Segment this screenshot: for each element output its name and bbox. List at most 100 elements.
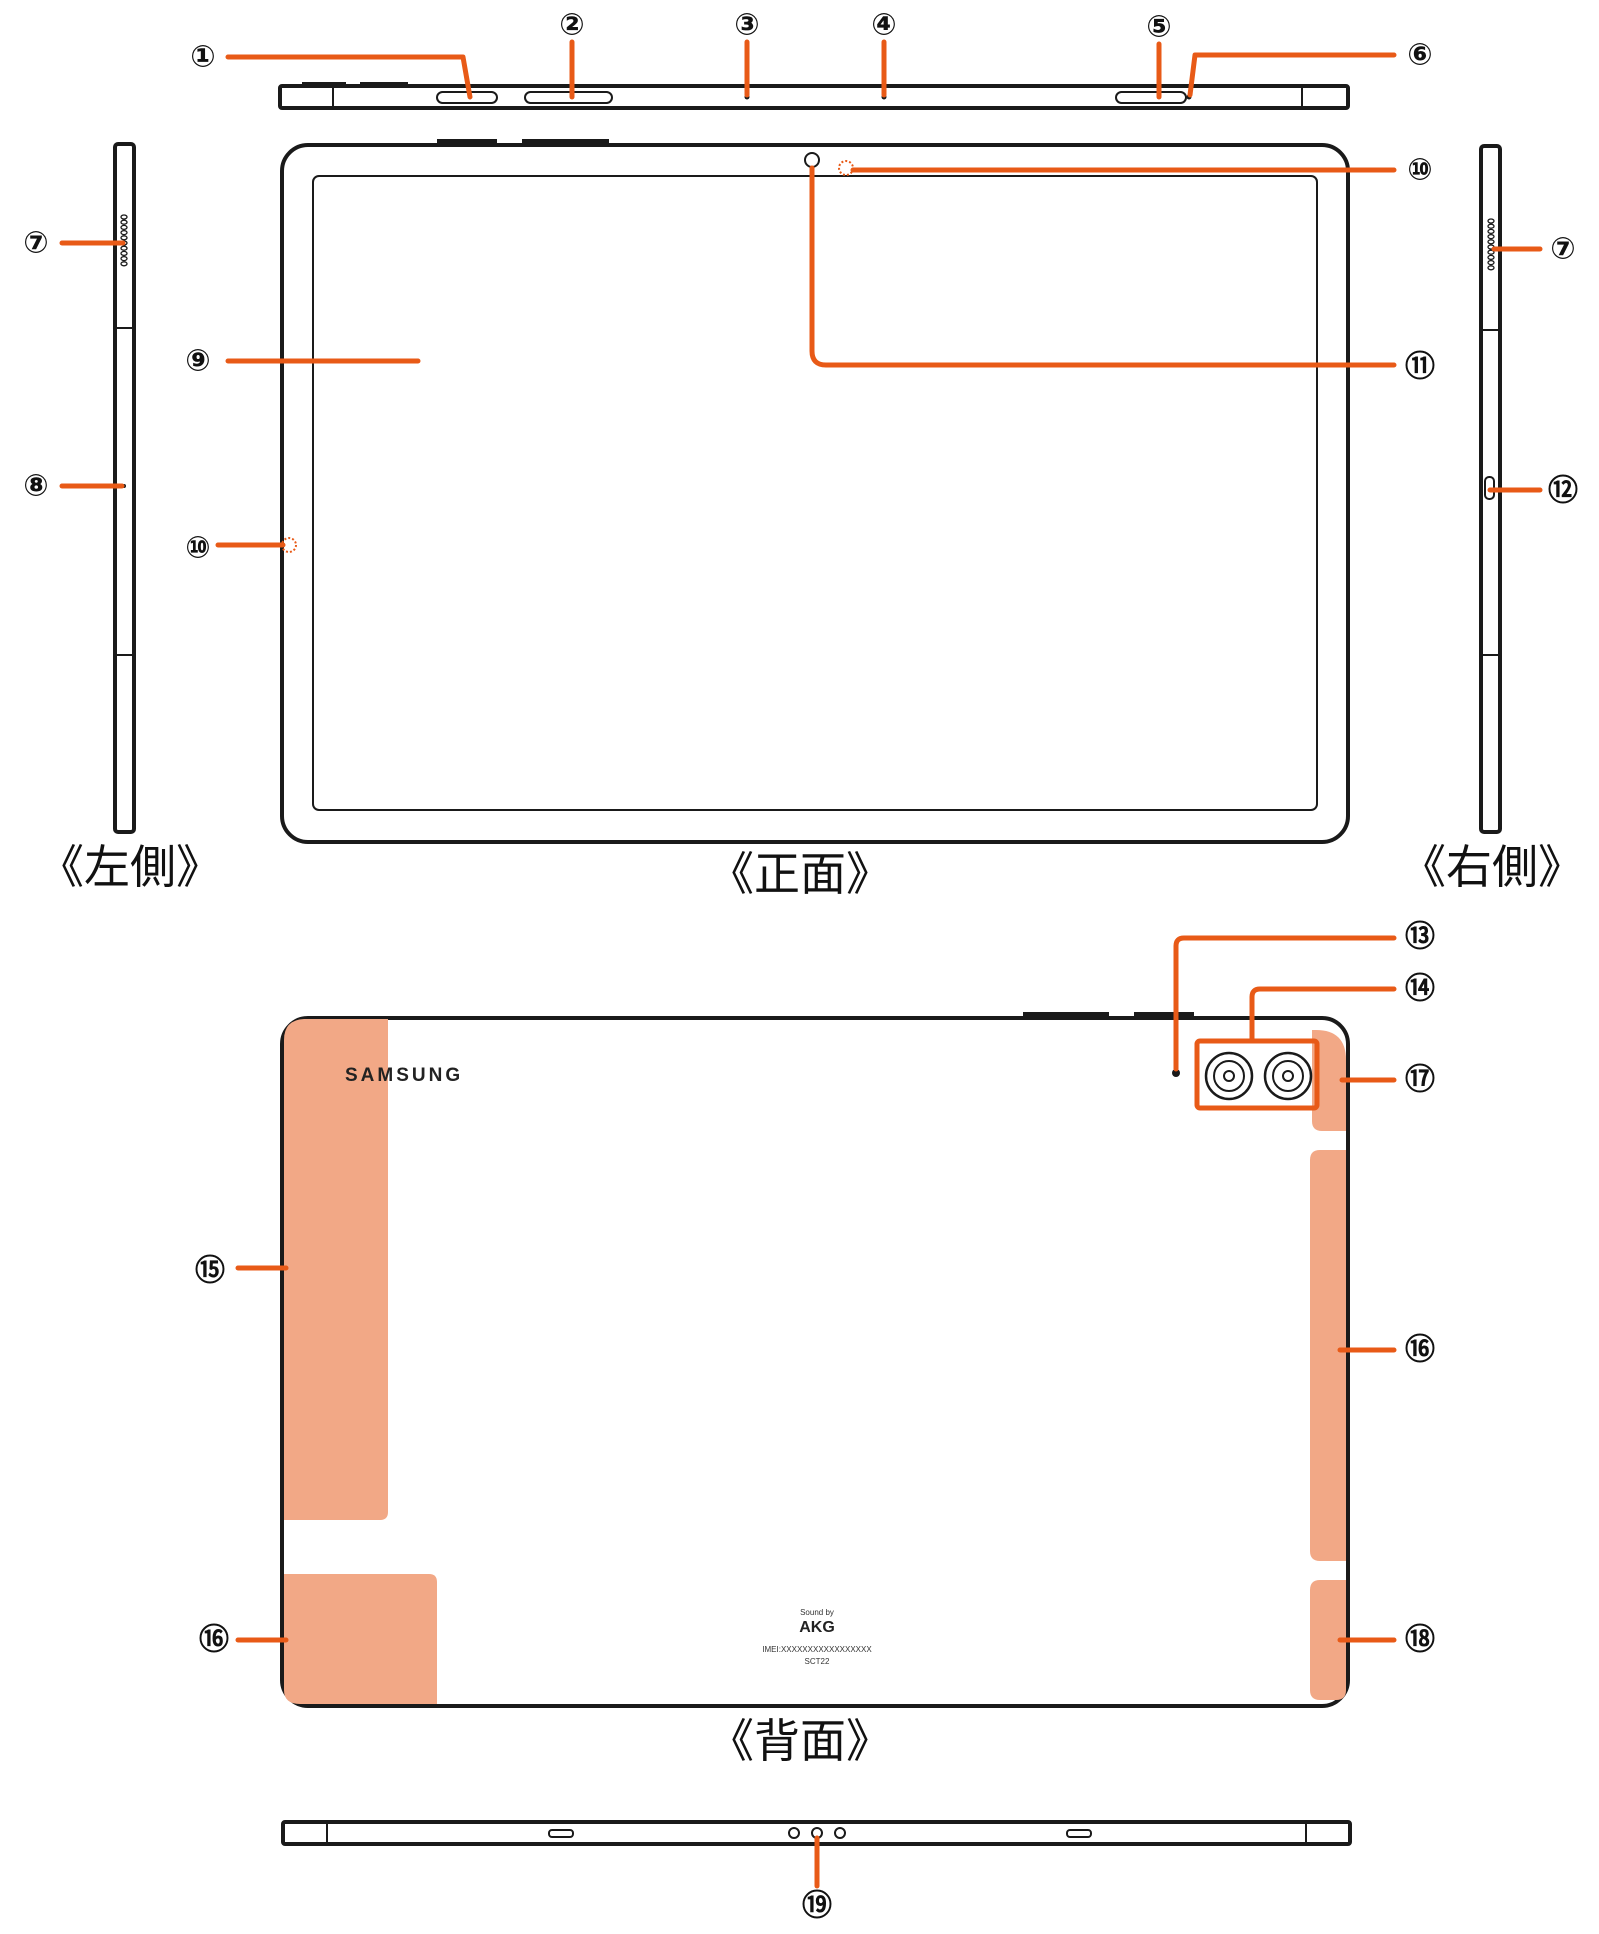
rear-camera-lens-2-core: [1282, 1070, 1294, 1082]
callout-16-left: ⑯: [199, 1623, 229, 1658]
callout-6: ⑥: [1407, 38, 1432, 73]
left-speaker-hole: [120, 250, 128, 257]
callout-numbers: ① ② ③ ④ ⑤ ⑥ ⑦ ⑦ ⑧ ⑨ ⑩ ⑩: [23, 8, 1578, 1924]
callout-19: ⑲: [802, 1889, 832, 1924]
left-speaker-hole: [120, 245, 128, 251]
callout-13-label: ⑬: [1405, 920, 1435, 955]
callout-12-label: ⑫: [1548, 474, 1578, 509]
callout-4-label: ④: [871, 8, 896, 43]
callout-7-right-label: ⑦: [1550, 232, 1575, 267]
rear-camera-lens-1: [1204, 1051, 1254, 1101]
callout-16-right: ⑯: [1405, 1333, 1435, 1368]
callout-9: ⑨: [185, 344, 210, 379]
callout-5-label: ⑤: [1146, 10, 1171, 45]
rear-camera-lens-2-inner: [1272, 1060, 1304, 1092]
callout-5: ⑤: [1146, 10, 1171, 45]
back-volume-key-top: [1023, 1012, 1109, 1019]
left-speaker-hole: [120, 255, 128, 262]
rear-camera-lens-1-inner: [1213, 1060, 1245, 1092]
front-volume-key-top: [522, 139, 609, 146]
left-speaker-hole: [120, 261, 128, 267]
right-speaker-hole: [1487, 218, 1495, 224]
top-edge-view: [278, 82, 1350, 110]
right-speaker-hole: [1487, 233, 1495, 240]
sound-by-text: Sound by: [800, 1608, 834, 1617]
callout-3: ③: [734, 8, 759, 43]
callout-15-label: ⑮: [195, 1254, 225, 1289]
callout-16-right-label: ⑯: [1405, 1333, 1435, 1368]
view-label-left: 《左側》: [38, 840, 222, 894]
callout-9-label: ⑨: [185, 344, 210, 379]
top-edge-bump-2: [360, 82, 408, 87]
callout-2: ②: [559, 8, 584, 43]
rear-flash: [1172, 1069, 1180, 1077]
right-speaker-hole: [1487, 228, 1495, 235]
callout-10-top: ⑩: [1407, 153, 1432, 188]
right-speaker-grille: [1487, 218, 1495, 271]
right-speaker-hole: [1487, 259, 1495, 266]
callout-7-left: ⑦: [23, 226, 48, 261]
callout-18: ⑱: [1405, 1623, 1435, 1658]
callout-11-label: ⑪: [1405, 350, 1435, 385]
bottom-speaker-left: [548, 1829, 574, 1838]
rear-camera-lens-2: [1263, 1051, 1313, 1101]
front-display: [312, 175, 1318, 811]
callout-3-label: ③: [734, 8, 759, 43]
left-speaker-hole: [120, 235, 128, 241]
model-text: SCT22: [805, 1657, 830, 1666]
akg-logo: AKG: [799, 1619, 835, 1636]
callout-16-left-label: ⑯: [199, 1623, 229, 1658]
callout-4: ④: [871, 8, 896, 43]
callout-1-label: ①: [190, 40, 215, 75]
bottom-speaker-right: [1066, 1829, 1092, 1838]
callout-8-label: ⑧: [23, 469, 48, 504]
callout-10-top-label: ⑩: [1407, 153, 1432, 188]
right-speaker-hole: [1487, 254, 1495, 261]
left-speaker-hole: [120, 229, 128, 236]
right-speaker-hole: [1487, 249, 1495, 255]
view-label-right: 《右側》: [1400, 840, 1584, 894]
callout-13: ⑬: [1405, 920, 1435, 955]
right-speaker-hole: [1487, 223, 1495, 229]
callout-18-label: ⑱: [1405, 1623, 1435, 1658]
callout-15: ⑮: [195, 1254, 225, 1289]
back-power-key-top: [1134, 1012, 1194, 1019]
left-speaker-hole: [120, 219, 128, 225]
right-speaker-hole: [1487, 265, 1495, 271]
callout-17-label: ⑰: [1405, 1063, 1435, 1098]
callout-10-side: ⑩: [185, 531, 210, 566]
callout-17: ⑰: [1405, 1063, 1435, 1098]
volume-key-shape: [524, 91, 613, 104]
callout-7-left-label: ⑦: [23, 226, 48, 261]
callout-8: ⑧: [23, 469, 48, 504]
pogo-pin-3: [834, 1827, 846, 1839]
right-speaker-hole: [1487, 239, 1495, 245]
back-view: SAMSUNG Sound by AKG IMEI:XXXXXXXXXXXXXX…: [280, 1012, 1350, 1708]
imei-text: IMEI:XXXXXXXXXXXXXXXXX: [762, 1645, 872, 1654]
card-tray-shape: [1115, 91, 1187, 104]
antenna-area-top-right: [1312, 1030, 1346, 1131]
callout-11: ⑪: [1405, 350, 1435, 385]
leader-14: [1249, 986, 1397, 1044]
antenna-area-bottom-left: [284, 1574, 437, 1704]
leader-13: [1173, 935, 1397, 1072]
leader-6: [1187, 52, 1397, 98]
back-brand-logo: SAMSUNG: [345, 1065, 463, 1086]
callout-19-label: ⑲: [802, 1889, 832, 1924]
callout-14: ⑭: [1405, 972, 1435, 1007]
callout-2-label: ②: [559, 8, 584, 43]
front-power-key-top: [437, 139, 497, 146]
rear-camera-highlight: [1194, 1038, 1320, 1111]
rear-camera-lens-1-core: [1223, 1070, 1235, 1082]
view-label-front: 《正面》: [708, 847, 892, 901]
left-speaker-hole: [120, 224, 128, 231]
front-view: [280, 139, 1350, 844]
top-edge-bump-1: [302, 82, 346, 87]
back-body: [280, 1016, 1350, 1708]
leader-1: [225, 54, 473, 100]
antenna-area-bottom-right: [1310, 1580, 1346, 1700]
front-body: [280, 143, 1350, 844]
antenna-area-left: [284, 1019, 388, 1520]
callout-1: ①: [190, 40, 215, 75]
